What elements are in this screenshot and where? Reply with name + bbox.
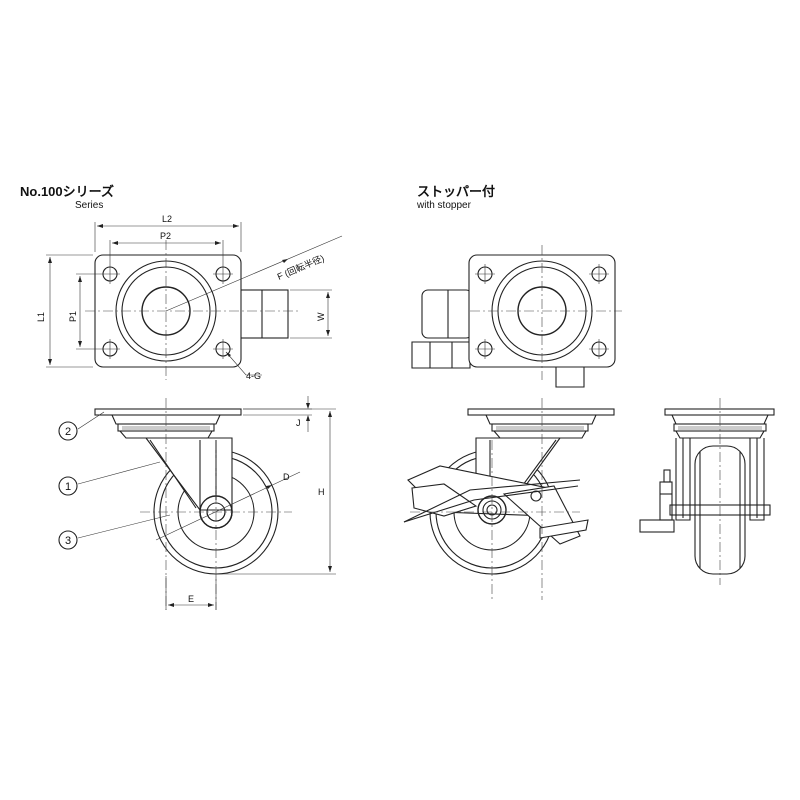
dim-W: W xyxy=(316,312,326,321)
stopper-title: ストッパー付 xyxy=(417,184,495,199)
dim-L2: L2 xyxy=(162,214,172,224)
standard-series-subtitle: Series xyxy=(75,200,103,211)
dim-L1: L1 xyxy=(36,312,46,322)
top-view-stopper xyxy=(411,245,622,388)
stopper-subtitle: with stopper xyxy=(416,200,472,211)
dim-H: H xyxy=(318,487,325,497)
dim-D: D xyxy=(283,472,290,482)
side-view-stopper xyxy=(403,398,615,600)
standard-series-title: No.100シリーズ xyxy=(20,184,114,199)
dim-E: E xyxy=(188,594,194,604)
dim-G: 4-G xyxy=(246,371,261,381)
dim-F: F (回転半径) xyxy=(275,252,325,282)
side-view-standard xyxy=(58,396,336,610)
top-view-standard xyxy=(46,222,343,380)
part-callout-2: 2 xyxy=(65,426,71,438)
dim-P2: P2 xyxy=(160,231,171,241)
dim-J: J xyxy=(296,418,301,428)
part-callout-3: 3 xyxy=(65,535,71,547)
dim-P1: P1 xyxy=(68,311,78,322)
part-callout-1: 1 xyxy=(65,481,71,493)
front-view-stopper xyxy=(639,398,775,585)
